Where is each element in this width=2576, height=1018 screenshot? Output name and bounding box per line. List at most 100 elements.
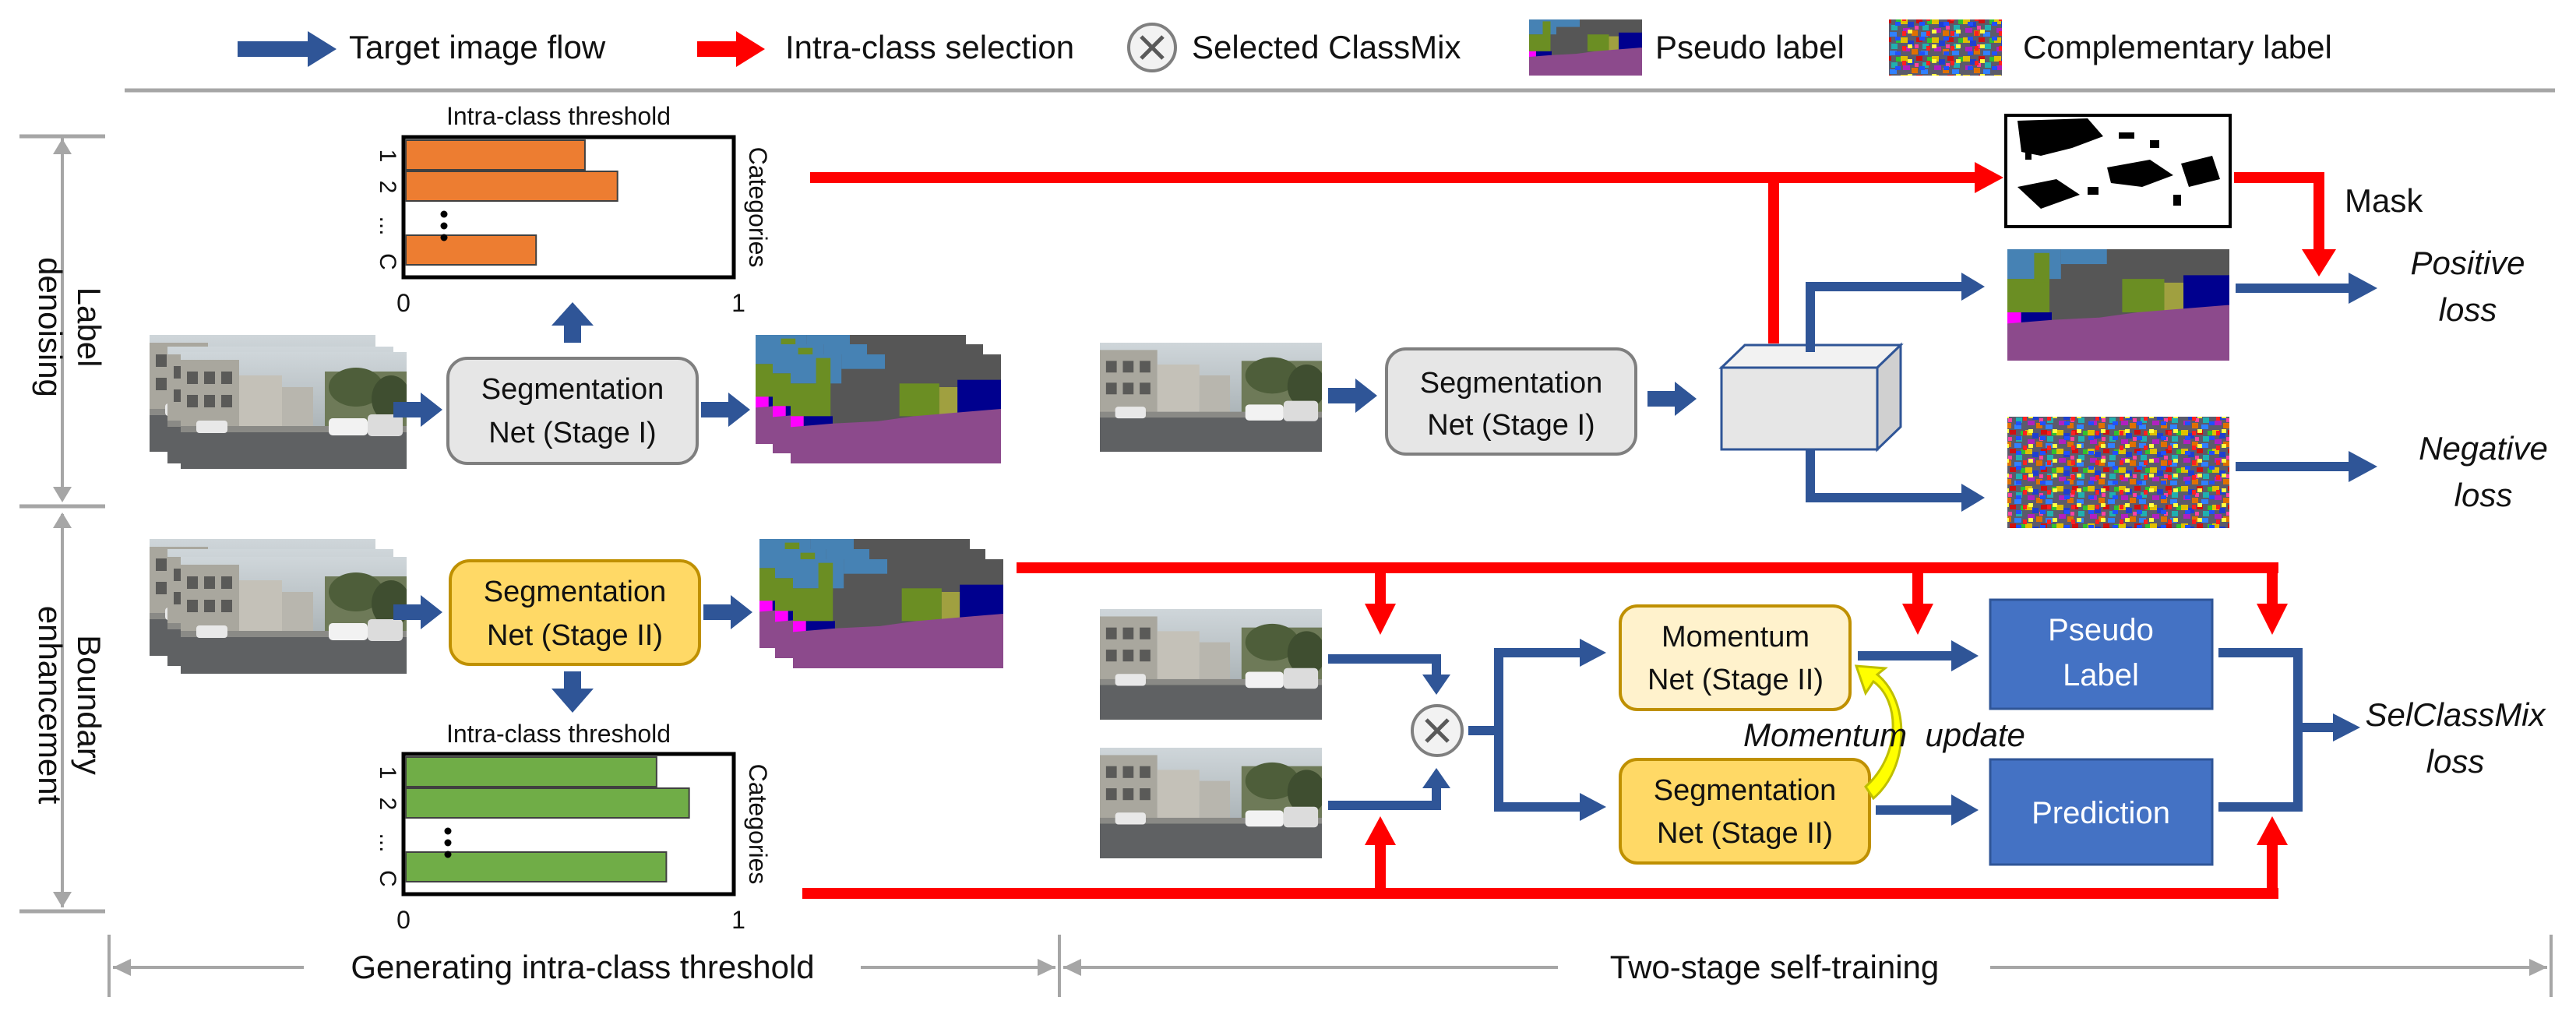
svg-text:Negative: Negative: [2419, 430, 2548, 467]
momentum-net-box: Momentum Net (Stage II): [1619, 604, 1852, 711]
bottom-chart-xtick-1: 1: [731, 906, 745, 934]
top-chart-bars: [405, 139, 618, 266]
stage1-target-image: [1100, 343, 1322, 452]
classmix-input-arrows: [1328, 654, 1450, 810]
side-label-denoising-line2: denoising: [32, 257, 69, 397]
seg-net-stage1-left-line2: Net (Stage I): [488, 417, 656, 449]
momentum-update-label: Momentum update: [1743, 717, 2025, 753]
bottom-chart-bar-3: [405, 851, 668, 882]
top-threshold-chart: Intra-class threshold 1 2 ... C 0 1 Cate…: [375, 102, 772, 317]
stage1-input-images: [150, 335, 407, 469]
bottom-chart-xtick-0: 0: [396, 906, 411, 934]
arrow-icon: [703, 595, 752, 629]
top-chart-bar-3: [405, 234, 537, 266]
bottom-chart-title: Intra-class threshold: [446, 720, 671, 748]
bottom-chart-bar-2: [405, 787, 690, 819]
selclassmix-loss-label: SelClassMix loss: [2365, 696, 2546, 780]
mask-red-arrow: [2234, 172, 2336, 277]
top-chart-ytick-dots: ...: [375, 216, 400, 235]
seg-net-stage1-right: Segmentation Net (Stage I): [1385, 347, 1637, 456]
mask-image: [2004, 114, 2232, 228]
svg-text:loss: loss: [2454, 477, 2513, 513]
top-chart-title: Intra-class threshold: [446, 102, 671, 130]
momentum-net-line2: Net (Stage II): [1647, 664, 1824, 696]
side-boundary-enhancement-line2: enhancement: [32, 606, 69, 805]
legend-classmix-icon: [1127, 23, 1177, 72]
legend-intra-class-label: Intra-class selection: [785, 29, 1074, 65]
pseudo-label-box-line1: Pseudo: [2048, 613, 2154, 647]
arrow-icon: [1858, 640, 1979, 671]
arrow-up-icon: [551, 302, 594, 343]
bottom-chart-bar-1: [405, 756, 657, 787]
arrow-icon: [1876, 794, 1979, 826]
prediction-box: Prediction: [1989, 758, 2214, 866]
span-label-generating: Generating intra-class threshold: [351, 949, 814, 985]
arrow-icon: [1647, 382, 1697, 416]
stage2-target-image-a: [1100, 609, 1322, 720]
bottom-span-lines: [107, 935, 2553, 997]
arrow-icon: [1328, 379, 1377, 413]
momentum-update-arrow: [1854, 664, 1903, 801]
side-bracket: [19, 134, 105, 914]
bottom-chart-dots: [444, 827, 452, 858]
top-chart-xtick-1: 1: [731, 289, 745, 317]
arrow-icon: [393, 595, 442, 629]
top-chart-ylabel: Categories: [744, 147, 772, 268]
bottom-chart-ytick-1: 1: [375, 766, 400, 780]
arrow-icon: [2236, 273, 2377, 304]
prediction-box-label: Prediction: [2032, 796, 2170, 830]
top-chart-bar-1: [405, 139, 586, 171]
pseudo-label-box: Pseudo Label: [1989, 598, 2214, 710]
bottom-threshold-chart: Intra-class threshold 1 2 ... C 0 1 Cate…: [375, 720, 772, 934]
positive-loss-label: Positive loss: [2410, 245, 2525, 328]
seg-net-stage2-left-line1: Segmentation: [484, 576, 667, 608]
svg-text:loss: loss: [2439, 291, 2497, 328]
top-chart-bar-2: [405, 171, 618, 202]
seg-net-stage1-right-line2: Net (Stage I): [1427, 409, 1595, 442]
stage1-seg-maps: [756, 335, 1001, 463]
svg-text:loss: loss: [2426, 743, 2485, 780]
seg-net-stage2-right-line2: Net (Stage II): [1657, 817, 1833, 850]
seg-net-stage1-right-line1: Segmentation: [1420, 367, 1603, 400]
legend-selected-classmix-label: Selected ClassMix: [1192, 29, 1461, 65]
momentum-net-line1: Momentum: [1662, 621, 1810, 653]
pseudo-label-image: [2007, 249, 2229, 361]
stage2-target-image-b: [1100, 748, 1322, 858]
span-label-two-stage: Two-stage self-training: [1610, 949, 1940, 985]
arrow-icon: [2236, 451, 2377, 482]
legend-blue-arrow-icon: [238, 31, 337, 67]
negative-loss-label: Negative loss: [2419, 430, 2548, 513]
legend-pseudo-label-text: Pseudo label: [1655, 29, 1845, 65]
prediction-cuboid: [1718, 342, 1904, 453]
seg-net-stage2-right: Segmentation Net (Stage II): [1619, 758, 1871, 865]
stage2-seg-maps: [759, 539, 1003, 668]
seg-net-stage1-left: Segmentation Net (Stage I): [446, 357, 699, 465]
seg-net-stage2-right-line1: Segmentation: [1654, 774, 1837, 807]
classmix-split-arrows: [1468, 639, 1606, 821]
side-label-denoising-line1: Label: [71, 287, 107, 368]
cuboid-split-arrows: [1806, 273, 1985, 512]
mask-label: Mask: [2345, 182, 2423, 219]
bottom-chart-ytick-dots: ...: [375, 833, 400, 852]
side-boundary-enhancement-line1: Boundary: [71, 635, 107, 775]
legend-pseudo-label-thumbnail: [1529, 19, 1642, 76]
legend-red-arrow-icon: [697, 31, 765, 67]
bottom-chart-ytick-c: C: [375, 870, 400, 887]
top-chart-ytick-2: 2: [375, 181, 400, 194]
red-selection-lines: [802, 162, 2288, 899]
stage2-input-images: [150, 539, 407, 674]
top-chart-dots: [440, 210, 448, 241]
arrow-icon: [393, 393, 442, 427]
legend-complementary-label-text: Complementary label: [2023, 29, 2332, 65]
top-chart-ytick-c: C: [375, 253, 400, 270]
arrow-icon: [701, 393, 750, 427]
top-chart-xtick-0: 0: [396, 289, 411, 317]
svg-text:SelClassMix: SelClassMix: [2365, 696, 2546, 733]
top-chart-ytick-1: 1: [375, 150, 400, 163]
bottom-chart-ylabel: Categories: [744, 764, 772, 885]
bottom-chart-ytick-2: 2: [375, 798, 400, 811]
merge-arrows: [2218, 648, 2360, 812]
selected-classmix-icon: [1411, 704, 1464, 757]
arrow-down-icon: [551, 671, 594, 713]
